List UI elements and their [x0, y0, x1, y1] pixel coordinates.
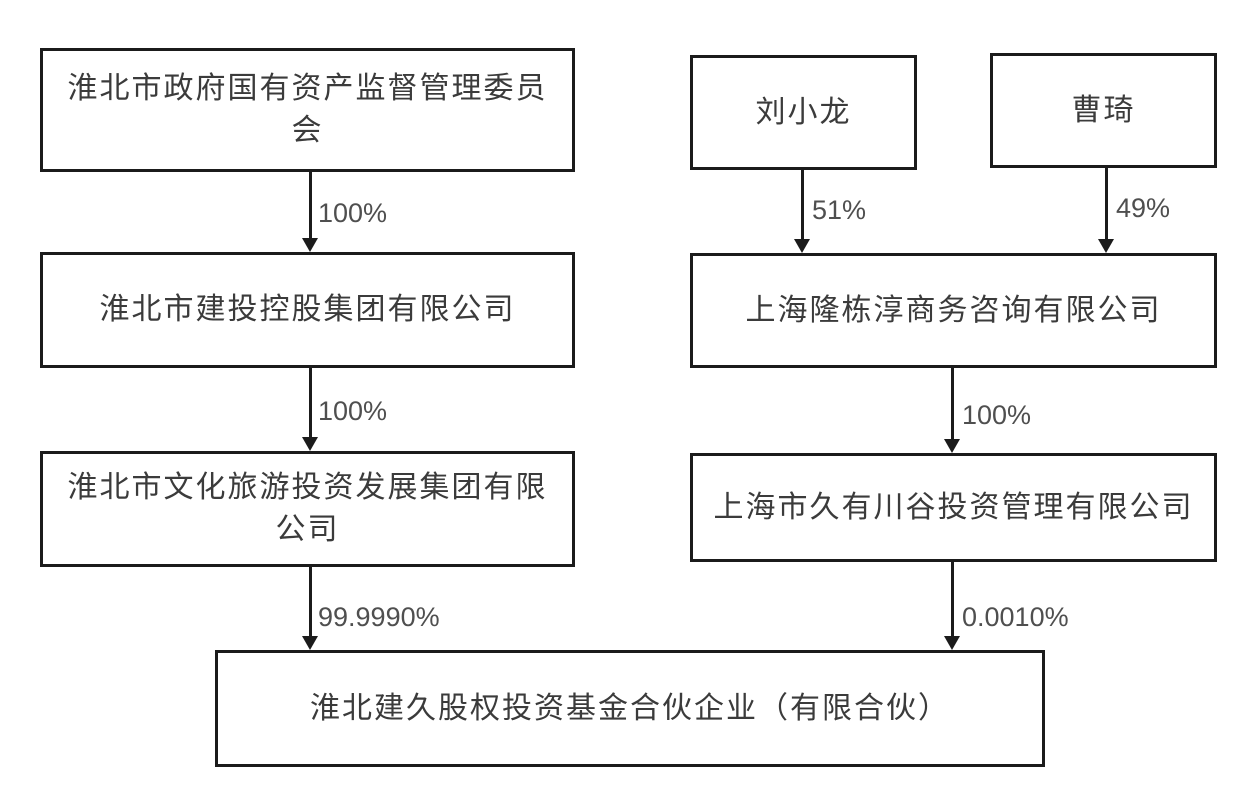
node-longdongchun-consulting-label: 上海隆栋淳商务咨询有限公司: [745, 293, 1162, 327]
node-culture-tourism-group: 淮北市文化旅游投资发展集团有限 公司: [40, 451, 575, 567]
edge-label-soasac-to-jiantou: 100%: [318, 198, 388, 228]
edge-label-liu-to-longdongchun: 51%: [812, 195, 867, 225]
arrow-down-icon: [302, 636, 318, 650]
arrow-down-icon: [944, 439, 960, 453]
connector-wenlvtou-to-fund: [309, 567, 312, 639]
node-soasac-label-line1: 淮北市政府国有资产监督管理委员: [67, 72, 548, 105]
connector-longdongchun-to-jiuyou: [951, 368, 954, 442]
connector-cao-to-longdongchun: [1105, 168, 1108, 242]
edge-label-cao-to-longdongchun: 49%: [1116, 193, 1171, 223]
node-jiantou-holding: 淮北市建投控股集团有限公司: [40, 252, 575, 368]
node-liu-xiaolong: 刘小龙: [690, 55, 917, 170]
arrow-down-icon: [794, 239, 810, 253]
node-liu-xiaolong-label: 刘小龙: [755, 95, 852, 129]
node-cao-qi-label: 曹琦: [1071, 93, 1136, 127]
arrow-down-icon: [1098, 239, 1114, 253]
connector-liu-to-longdongchun: [801, 170, 804, 242]
node-jiuyou-investment: 上海市久有川谷投资管理有限公司: [690, 453, 1217, 562]
edge-label-jiuyou-to-fund: 0.0010%: [962, 602, 1069, 632]
node-fund-partnership: 淮北建久股权投资基金合伙企业（有限合伙）: [215, 650, 1045, 767]
arrow-down-icon: [302, 238, 318, 252]
connector-soasac-to-jiantou: [309, 172, 312, 242]
connector-jiuyou-to-fund: [951, 562, 954, 639]
connector-jiantou-to-wenlvtou: [309, 368, 312, 440]
edge-label-wenlvtou-to-fund: 99.9990%: [318, 602, 440, 632]
edge-label-longdongchun-to-jiuyou: 100%: [962, 400, 1032, 430]
node-soasac: 淮北市政府国有资产监督管理委员 会: [40, 48, 575, 172]
node-jiantou-holding-label: 淮北市建投控股集团有限公司: [99, 293, 516, 326]
edge-label-jiantou-to-wenlvtou: 100%: [318, 396, 388, 426]
node-soasac-label-line2: 会: [291, 114, 324, 147]
node-fund-partnership-label: 淮北建久股权投资基金合伙企业（有限合伙）: [310, 691, 950, 725]
node-jiuyou-investment-label: 上海市久有川谷投资管理有限公司: [713, 490, 1194, 524]
arrow-down-icon: [944, 636, 960, 650]
arrow-down-icon: [302, 437, 318, 451]
node-longdongchun-consulting: 上海隆栋淳商务咨询有限公司: [690, 253, 1217, 368]
node-culture-tourism-group-label-line1: 淮北市文化旅游投资发展集团有限: [67, 471, 548, 504]
node-cao-qi: 曹琦: [990, 53, 1217, 168]
node-culture-tourism-group-label-line2: 公司: [275, 513, 340, 546]
